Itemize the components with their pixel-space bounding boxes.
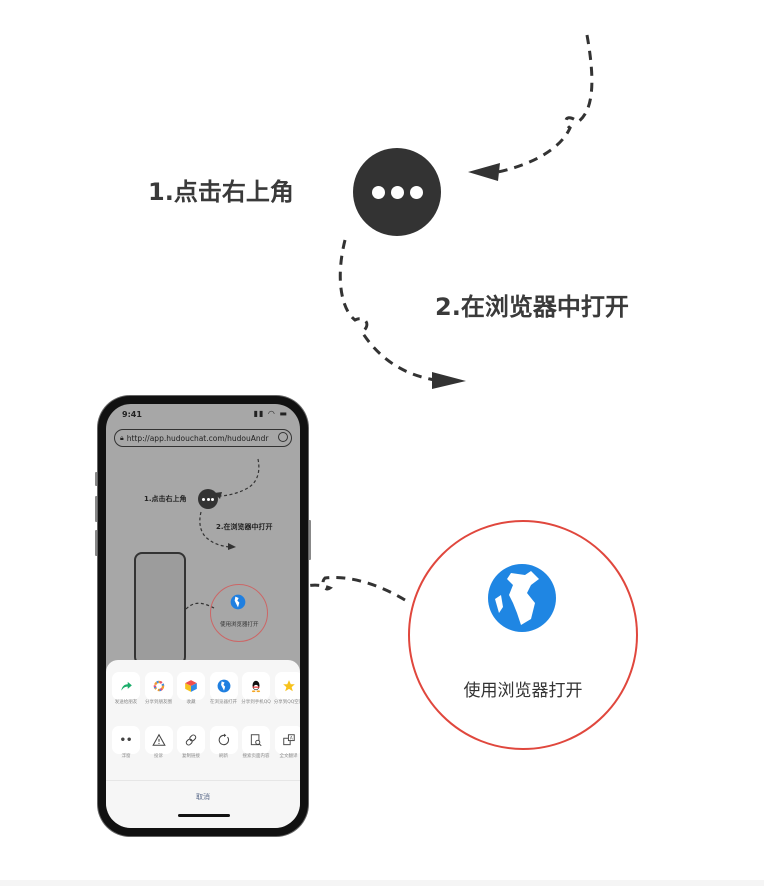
- phone-power-button: [308, 520, 311, 560]
- qq-icon: [251, 680, 261, 693]
- mini-step2: 2.在浏览器中打开: [216, 523, 273, 531]
- phone-side-button: [95, 530, 98, 556]
- status-icons: ▮▮ ◠ ▬: [253, 409, 288, 418]
- browser-globe-icon: [217, 679, 230, 693]
- action-item-copy-link[interactable]: 复制链接: [177, 726, 205, 760]
- step1-label: 1.点击右上角: [148, 178, 294, 206]
- forward-icon: [121, 681, 132, 691]
- share-row-1: 发送给朋友 分享到朋友圈 收藏 在浏览器打开 分享到手机QQ 分享到QQ空间: [112, 672, 300, 706]
- reload-icon[interactable]: [278, 432, 288, 442]
- bottom-border: [0, 880, 764, 886]
- share-item-browser[interactable]: 在浏览器打开: [209, 672, 238, 706]
- action-item-search-page[interactable]: 搜索页面内容: [242, 726, 270, 760]
- phone-screen: 9:41 ▮▮ ◠ ▬ 🔒︎ http://app.hudouchat.com/…: [106, 404, 300, 828]
- sheet-divider: [106, 780, 300, 781]
- status-bar: 9:41 ▮▮ ◠ ▬: [106, 404, 300, 426]
- favorite-cube-icon: [185, 680, 197, 692]
- more-dots-icon: [371, 185, 385, 199]
- share-item-forward[interactable]: 发送给朋友: [112, 672, 140, 706]
- cancel-button[interactable]: 取消: [196, 793, 210, 801]
- mini-step1: 1.点击右上角: [144, 495, 187, 503]
- action-item-report[interactable]: 投诉: [144, 726, 173, 760]
- action-item-translate[interactable]: A 全文翻译: [274, 726, 300, 760]
- action-item-refresh[interactable]: 刷新: [209, 726, 238, 760]
- step2-label: 2.在浏览器中打开: [435, 293, 629, 321]
- status-time: 9:41: [122, 410, 142, 419]
- refresh-icon: [218, 733, 229, 746]
- link-icon: [185, 734, 197, 746]
- more-dots-icon: [390, 185, 404, 199]
- phone-side-button: [95, 496, 98, 522]
- lock-icon: 🔒︎: [120, 433, 124, 442]
- share-item-moments[interactable]: 分享到朋友圈: [144, 672, 173, 706]
- share-item-qzone[interactable]: 分享到QQ空间: [274, 672, 300, 706]
- mini-phone: [134, 552, 186, 665]
- more-button[interactable]: [353, 148, 441, 236]
- svg-text:A: A: [289, 735, 292, 740]
- share-sheet: 发送给朋友 分享到朋友圈 收藏 在浏览器打开 分享到手机QQ 分享到QQ空间: [106, 660, 300, 828]
- url-bar[interactable]: 🔒︎ http://app.hudouchat.com/hudouAndr: [114, 429, 292, 447]
- mini-callout-text: 使用浏览器打开: [220, 622, 259, 628]
- more-icon: ••: [119, 734, 133, 746]
- search-page-icon: [250, 734, 262, 747]
- share-row-2: •• 浮窗 投诉 复制链接 刷新 搜索页面内容 A 全文翻译: [112, 726, 300, 760]
- share-item-qq[interactable]: 分享到手机QQ: [241, 672, 271, 706]
- browser-globe-icon: [487, 563, 557, 637]
- mini-callout-circle: [210, 584, 268, 642]
- share-item-favorite[interactable]: 收藏: [177, 672, 205, 706]
- translate-icon: A: [282, 734, 295, 746]
- qzone-star-icon: [282, 680, 295, 692]
- callout-circle: [408, 520, 638, 750]
- home-indicator: [178, 814, 230, 817]
- callout-label: 使用浏览器打开: [463, 681, 583, 701]
- warning-icon: [151, 733, 166, 746]
- more-dots-icon: [409, 185, 423, 199]
- url-text: http://app.hudouchat.com/hudouAndr: [126, 433, 269, 443]
- mini-more-button: [198, 489, 218, 509]
- mini-globe-icon: [230, 594, 246, 614]
- action-item-float[interactable]: •• 浮窗: [112, 726, 140, 760]
- moments-icon: [153, 680, 164, 692]
- phone-side-button: [95, 472, 98, 486]
